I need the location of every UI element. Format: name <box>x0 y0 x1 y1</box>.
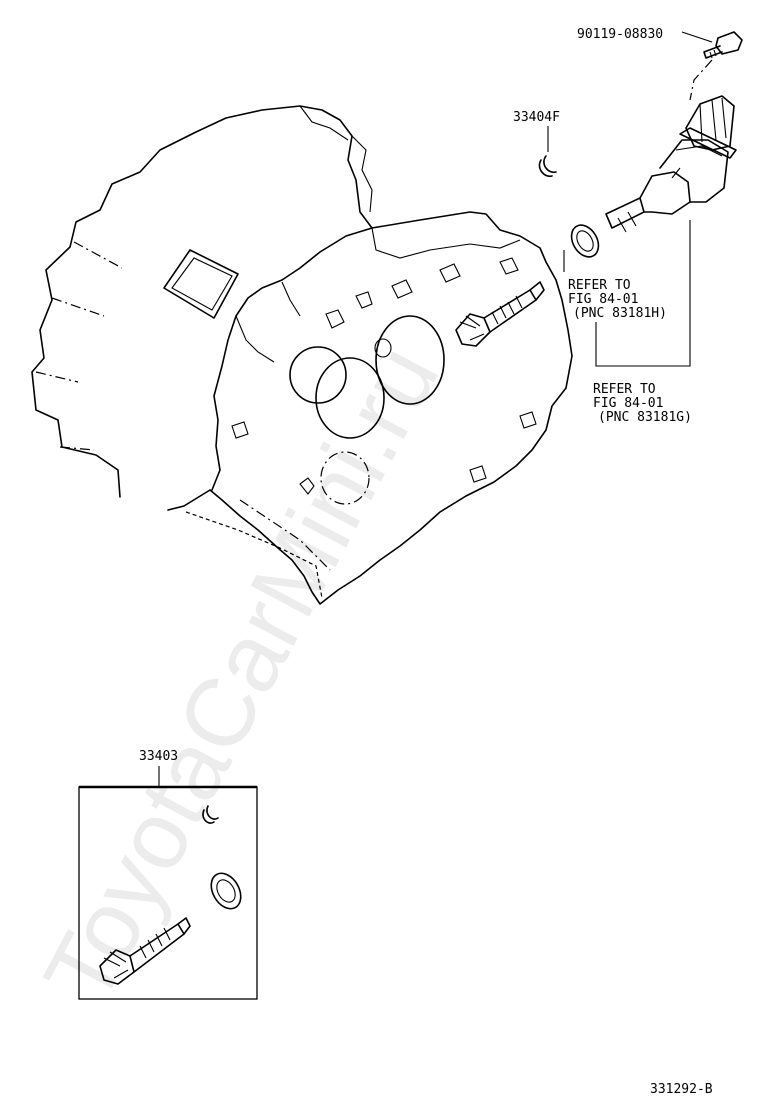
kit-o-ring <box>210 872 242 910</box>
transaxle-housing <box>31 105 573 605</box>
label-ref-g-line1: REFER TO <box>593 382 656 397</box>
label-ref-g-line3: (PNC 83181G) <box>598 410 692 425</box>
label-clip-part-number: 33404F <box>513 110 560 125</box>
driven-gear <box>455 281 545 347</box>
o-ring <box>570 224 600 258</box>
label-kit-part-number: 33403 <box>139 749 178 764</box>
kit-box <box>78 785 258 1000</box>
speed-sensor <box>605 95 737 233</box>
kit-clip <box>202 805 219 824</box>
bolt-callout-line <box>681 31 713 43</box>
ref-bracket-g <box>595 220 691 367</box>
label-ref-h-line1: REFER TO <box>568 278 631 293</box>
label-ref-g-line2: FIG 84-01 <box>593 396 663 411</box>
kit-driven-gear <box>99 917 191 985</box>
bolt <box>703 31 743 59</box>
clip <box>538 155 557 178</box>
figure-number: 331292-B <box>650 1082 713 1097</box>
label-bolt-part-number: 90119-08830 <box>577 27 663 42</box>
label-ref-h-line3: (PNC 83181H) <box>573 306 667 321</box>
bolt-leader <box>689 59 713 101</box>
label-ref-h-line2: FIG 84-01 <box>568 292 638 307</box>
watermark-text: ToyotaCarMini.ru <box>24 329 459 1020</box>
